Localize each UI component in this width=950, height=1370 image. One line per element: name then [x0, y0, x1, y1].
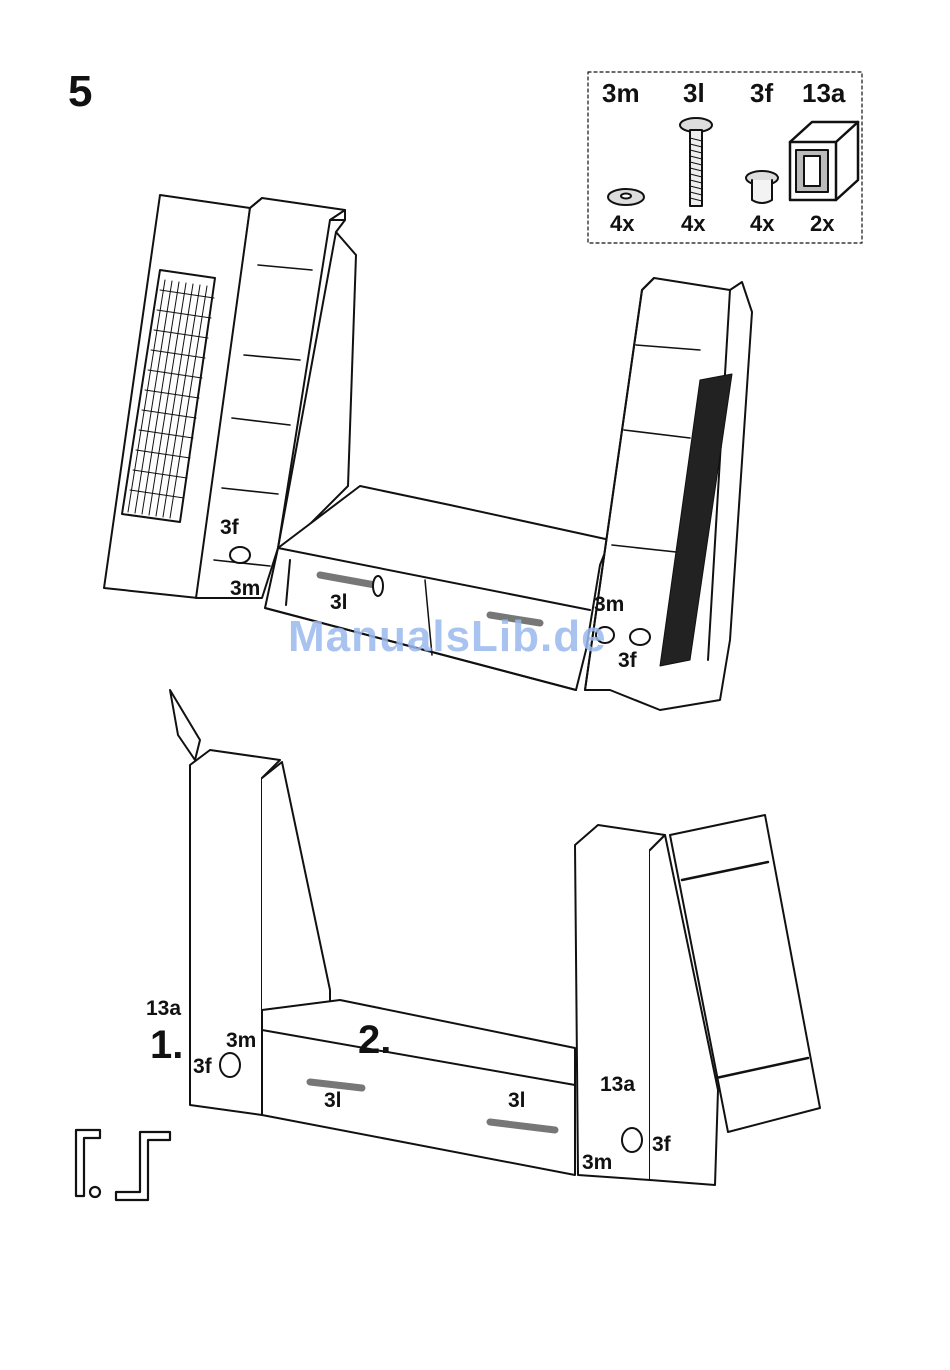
sequence-second: 2.: [358, 1020, 391, 1060]
callout-13a: 13a: [600, 1074, 635, 1095]
callout-3m: 3m: [582, 1152, 612, 1173]
washer-icon: [608, 189, 644, 205]
part-qty-3l: 4x: [681, 213, 705, 235]
part-code-3l: 3l: [683, 80, 705, 106]
sequence-first: 1.: [150, 1025, 183, 1065]
part-qty-3f: 4x: [750, 213, 774, 235]
callout-13a: 13a: [146, 998, 181, 1019]
callout-3m: 3m: [230, 578, 260, 599]
callout-3l: 3l: [330, 592, 348, 613]
part-qty-13a: 2x: [810, 213, 834, 235]
allen-key-icon: [76, 1130, 100, 1197]
part-qty-3m: 4x: [610, 213, 634, 235]
bolt-icon: [680, 118, 712, 206]
callout-3f: 3f: [220, 517, 239, 538]
callout-3l: 3l: [324, 1090, 342, 1111]
part-code-13a: 13a: [802, 80, 845, 106]
callout-3l: 3l: [508, 1090, 526, 1111]
callout-3f: 3f: [652, 1134, 671, 1155]
callout-3f: 3f: [618, 650, 637, 671]
lower-assembly: [170, 690, 820, 1185]
connector-block-icon: [790, 122, 858, 200]
barrel-nut-icon: [746, 171, 778, 203]
callout-3f: 3f: [193, 1056, 212, 1077]
watermark: ManualsLib.de: [288, 612, 607, 662]
step-number: 5: [68, 70, 92, 114]
callout-3m: 3m: [226, 1030, 256, 1051]
part-code-3f: 3f: [750, 80, 773, 106]
part-code-3m: 3m: [602, 80, 640, 106]
allen-key-icon: [116, 1132, 170, 1200]
